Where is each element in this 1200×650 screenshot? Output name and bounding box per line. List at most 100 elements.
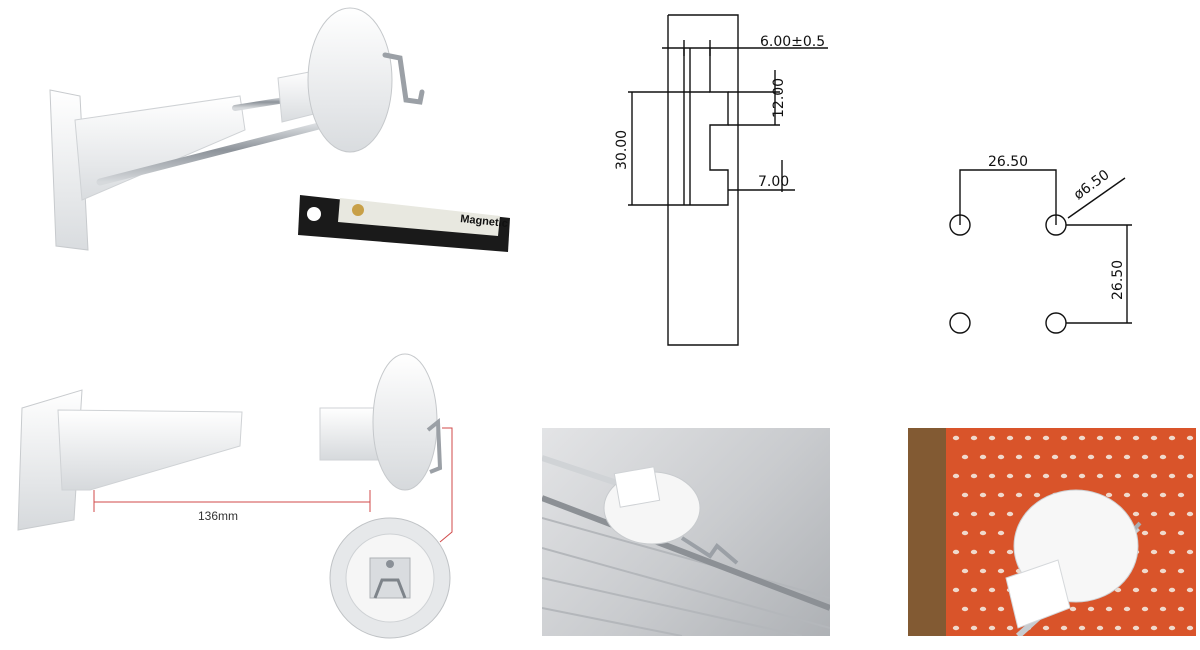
- pegboard-hole: [1087, 606, 1095, 612]
- drawing-front-view: 6.00±0.5 12.00 30.00 7.00: [600, 0, 860, 360]
- pegboard-hole: [970, 549, 978, 555]
- pegboard-hole: [1177, 492, 1185, 498]
- pegboard-hole: [997, 530, 1005, 536]
- dim-neck-label: 7.00: [758, 174, 789, 190]
- pegboard-hole: [1186, 625, 1194, 631]
- pegboard-hole: [1069, 606, 1077, 612]
- pegboard-hole: [988, 587, 996, 593]
- zoom-detail-circle: [329, 517, 451, 639]
- side-arm-body: [57, 409, 243, 491]
- pegboard-hole: [1006, 473, 1014, 479]
- hole-bottom-left: [949, 312, 971, 334]
- pegboard-hole: [1168, 549, 1176, 555]
- pegboard-hole: [1060, 473, 1068, 479]
- pegboard-hole: [1006, 435, 1014, 441]
- pegboard-hole: [961, 454, 969, 460]
- pegboard-hole: [1024, 435, 1032, 441]
- pegboard-hole: [979, 568, 987, 574]
- pegboard-hole: [1150, 511, 1158, 517]
- pegboard-hole: [1168, 511, 1176, 517]
- pegboard-hole: [1060, 625, 1068, 631]
- pegboard-hole: [1177, 530, 1185, 536]
- pegboard-hole: [1105, 492, 1113, 498]
- pegboard-hole: [1006, 511, 1014, 517]
- pegboard-hole: [1150, 625, 1158, 631]
- pegboard-hole: [961, 492, 969, 498]
- pegboard-hole: [1186, 435, 1194, 441]
- pegboard-hole: [1168, 435, 1176, 441]
- pegboard-hole: [1060, 435, 1068, 441]
- pegboard-hole: [952, 625, 960, 631]
- lock-head: [307, 7, 393, 153]
- pegboard-hole: [988, 511, 996, 517]
- pegboard-hole: [997, 492, 1005, 498]
- pegboard-hole: [1168, 473, 1176, 479]
- pegboard-hole: [1123, 606, 1131, 612]
- pegboard-hole: [988, 435, 996, 441]
- pegboard-hole: [970, 587, 978, 593]
- pegboard-hole: [1096, 625, 1104, 631]
- pegboard-hole: [1159, 606, 1167, 612]
- photo-hook-on-slatwall: [542, 428, 830, 636]
- pegboard-hole: [1042, 435, 1050, 441]
- pegboard-hole: [1159, 454, 1167, 460]
- pegboard-hole: [952, 511, 960, 517]
- pegboard-hole: [1105, 606, 1113, 612]
- pegboard-hole: [952, 435, 960, 441]
- pegboard-hole: [970, 473, 978, 479]
- product-photo-hook-side: 136mm: [10, 350, 490, 650]
- pegboard-hole: [1177, 568, 1185, 574]
- pegboard-hole: [1141, 530, 1149, 536]
- pegboard-hole: [1168, 587, 1176, 593]
- pegboard-hole: [1150, 435, 1158, 441]
- profile-outline: [667, 14, 739, 346]
- dim-horizontal-label: 26.50: [988, 154, 1028, 170]
- side-lock-head: [372, 353, 438, 491]
- pegboard-hole: [997, 454, 1005, 460]
- pegboard-hole: [1033, 454, 1041, 460]
- pegboard-hole: [961, 568, 969, 574]
- slat-rail: [542, 495, 830, 611]
- pegboard-hole: [1087, 454, 1095, 460]
- photo-hook-on-pegboard: [908, 428, 1196, 636]
- pegboard-hole: [1132, 587, 1140, 593]
- pegboard-hole: [988, 473, 996, 479]
- pegboard-hole: [1132, 435, 1140, 441]
- pegboard-hole: [1042, 625, 1050, 631]
- pegboard-hole: [1051, 454, 1059, 460]
- pegboard-hole: [1096, 435, 1104, 441]
- pegboard-hole: [1186, 587, 1194, 593]
- pegboard-hole: [979, 492, 987, 498]
- pegboard-hole: [1078, 473, 1086, 479]
- pegboard-hole: [1078, 435, 1086, 441]
- pegboard-hole: [1168, 625, 1176, 631]
- dim-diameter-label: ø6.50: [1071, 167, 1113, 203]
- pegboard-hole: [961, 606, 969, 612]
- pegboard-hole: [1150, 587, 1158, 593]
- pegboard-hole: [997, 606, 1005, 612]
- pegboard-hole: [1114, 625, 1122, 631]
- pegboard-hole: [1015, 492, 1023, 498]
- pegboard-hole: [1141, 568, 1149, 574]
- key-brand-label: Magnetic: [460, 213, 509, 230]
- pegboard-hole: [1123, 454, 1131, 460]
- hole-bottom-right: [1045, 312, 1067, 334]
- lower-rod: [96, 114, 354, 186]
- pegboard-hole: [1141, 492, 1149, 498]
- pegboard-hole: [1150, 549, 1158, 555]
- pegboard-hole: [1114, 435, 1122, 441]
- pegboard-hole: [1006, 549, 1014, 555]
- dim-top-label: 6.00±0.5: [760, 34, 825, 50]
- pegboard-hole: [952, 587, 960, 593]
- pegboard-hole: [1159, 492, 1167, 498]
- pegboard-hole: [1024, 473, 1032, 479]
- pegboard-hole: [1096, 473, 1104, 479]
- pegboard-hole: [1159, 568, 1167, 574]
- pegboard-hole: [970, 511, 978, 517]
- dim-total-label: 30.00: [614, 130, 630, 170]
- pegboard-hole: [1114, 473, 1122, 479]
- length-label: 136mm: [198, 509, 238, 523]
- pegboard-hole: [1132, 511, 1140, 517]
- pegboard-hole: [1123, 492, 1131, 498]
- pegboard-hole: [1069, 454, 1077, 460]
